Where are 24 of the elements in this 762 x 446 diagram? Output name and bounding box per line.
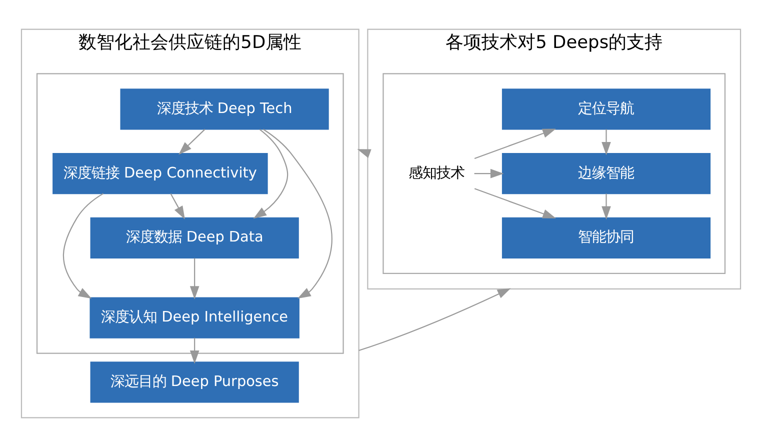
arrow — [62, 192, 104, 298]
arrow — [602, 128, 611, 155]
arrow — [358, 288, 511, 351]
node-text: 感知技术 — [408, 164, 464, 181]
node-box: 定位导航 — [502, 88, 711, 130]
arrow — [190, 337, 200, 364]
arrow — [190, 258, 200, 299]
arrow — [253, 128, 288, 218]
cluster — [382, 72, 726, 274]
node-box: 深度认知 Deep Intelligence — [90, 296, 300, 338]
node-box: 深度链接 Deep Connectivity — [52, 152, 268, 194]
cluster — [36, 72, 344, 354]
arrow — [474, 188, 556, 218]
node-box: 智能协同 — [502, 216, 711, 258]
arrow — [602, 193, 611, 220]
arrow — [263, 128, 332, 298]
arrow — [170, 192, 185, 219]
node-box: 边缘智能 — [502, 152, 711, 194]
arrow — [474, 168, 504, 178]
arrow — [178, 128, 206, 154]
node-box: 深度数据 Deep Data — [90, 216, 299, 258]
node-box: 深度技术 Deep Tech — [120, 88, 329, 130]
arrow — [474, 128, 556, 159]
node-box: 深远目的 Deep Purposes — [90, 361, 299, 402]
